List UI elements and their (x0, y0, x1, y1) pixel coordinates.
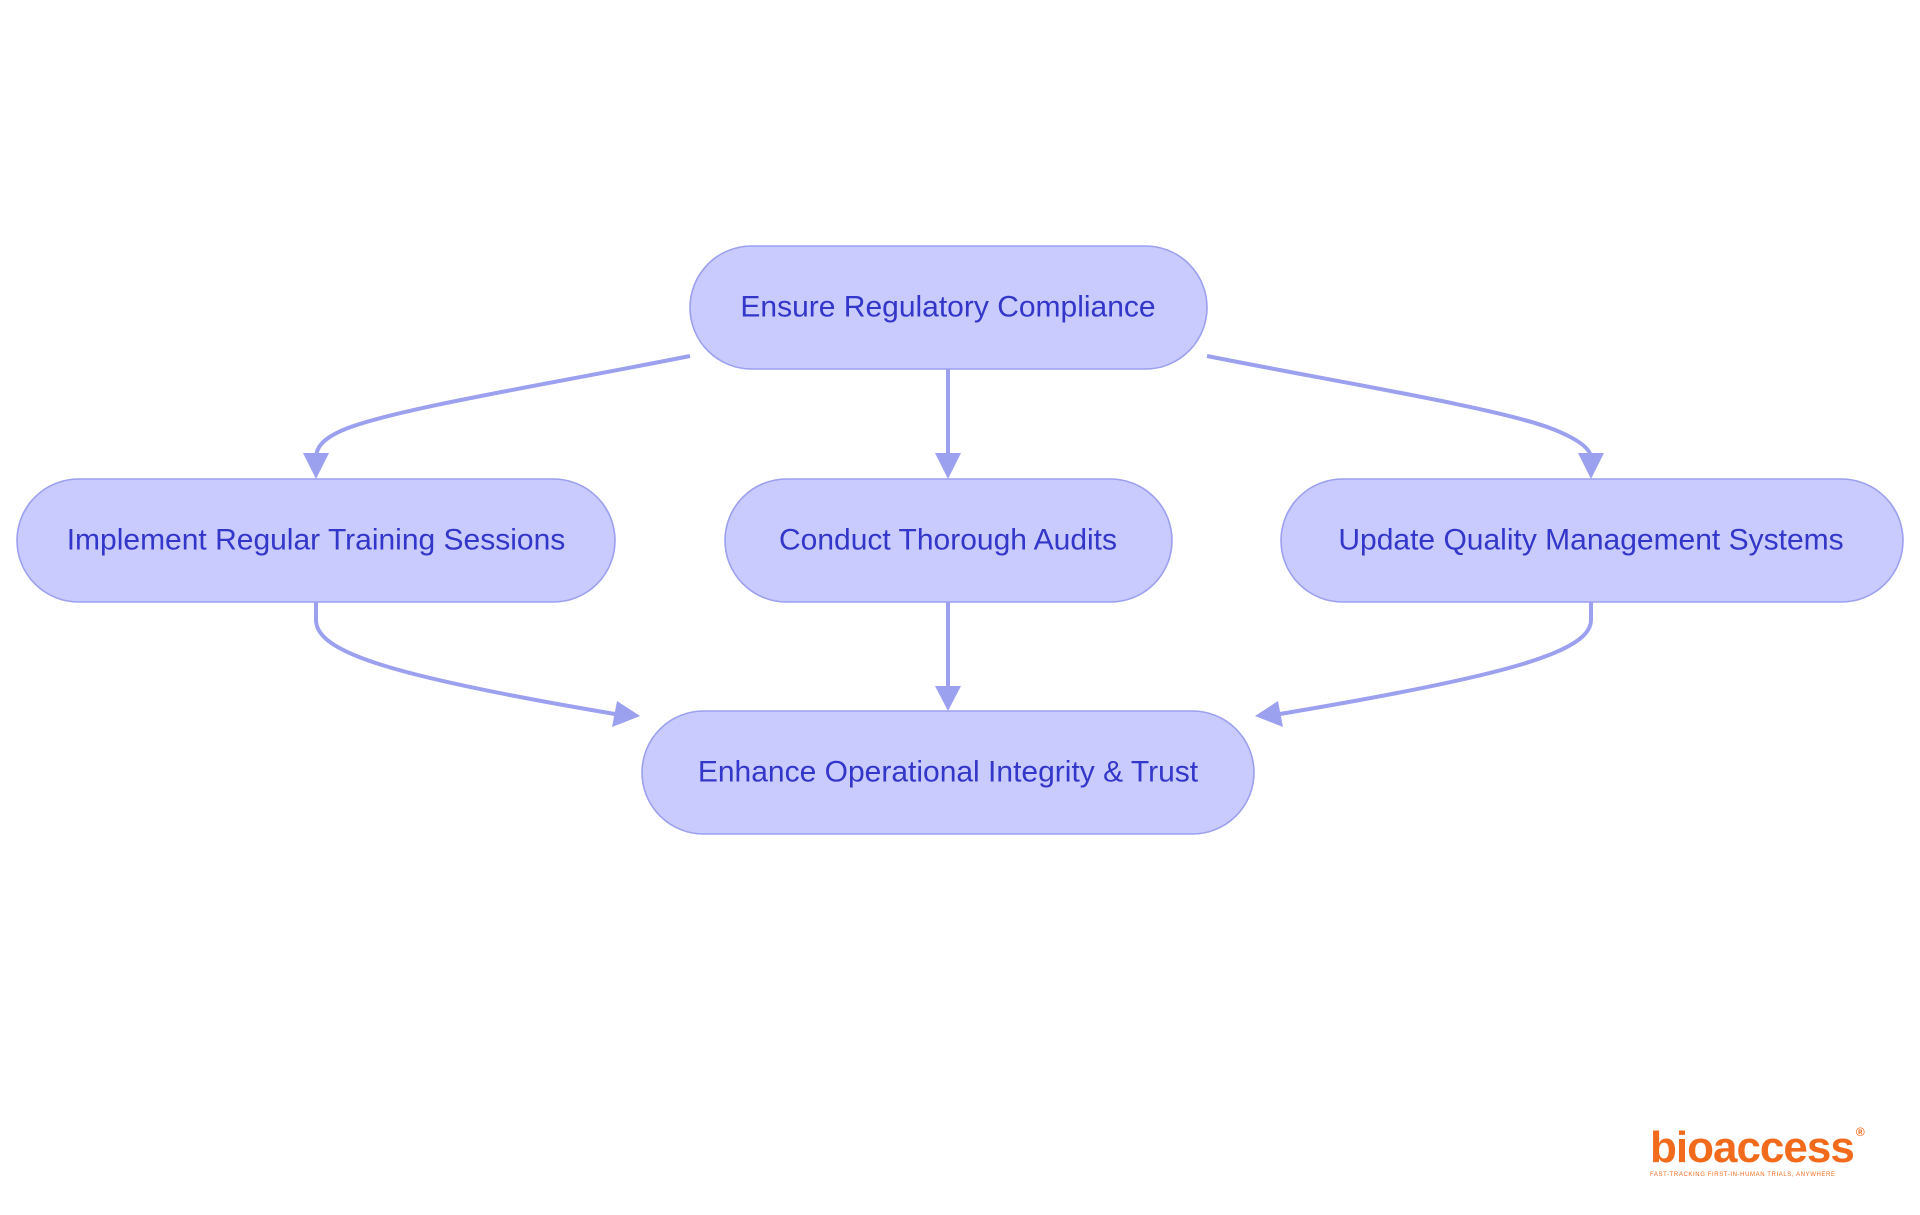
node-left-label: Implement Regular Training Sessions (67, 524, 566, 557)
node-ensure-regulatory-compliance: Ensure Regulatory Compliance (689, 245, 1208, 370)
logo-wordmark-text: bioaccess (1650, 1123, 1855, 1172)
arrowhead-right-node (1578, 453, 1604, 479)
logo-tagline: FAST-TRACKING FIRST-IN-HUMAN TRIALS, ANY… (1650, 1172, 1836, 1178)
node-top-shape (689, 245, 1208, 370)
logo-wordmark: bioaccess® (1650, 1126, 1880, 1170)
edge-top-to-left (314, 354, 691, 459)
node-right-shape (1280, 478, 1904, 603)
arrowhead-left-node (303, 453, 329, 479)
node-middle-label: Conduct Thorough Audits (779, 524, 1117, 557)
logo-registered-mark: ® (1855, 1125, 1865, 1139)
node-enhance-operational-integrity-trust: Enhance Operational Integrity & Trust (641, 710, 1255, 835)
node-left-shape (16, 478, 616, 603)
bioaccess-logo: bioaccess® FAST-TRACKING FIRST-IN-HUMAN … (1650, 1126, 1880, 1188)
arrowhead-bottom-left (612, 701, 640, 727)
node-bottom-shape (641, 710, 1255, 835)
edge-top-to-right (1206, 354, 1593, 459)
node-conduct-thorough-audits: Conduct Thorough Audits (724, 478, 1173, 603)
node-implement-regular-training-sessions: Implement Regular Training Sessions (16, 478, 616, 603)
node-middle-shape (724, 478, 1173, 603)
node-right-label: Update Quality Management Systems (1338, 524, 1843, 557)
arrowhead-middle-node (935, 453, 961, 479)
arrowhead-bottom-right (1255, 701, 1283, 727)
arrowhead-bottom-middle (935, 686, 961, 711)
edges (303, 354, 1604, 727)
edge-left-to-bottom (314, 602, 616, 716)
node-bottom-label: Enhance Operational Integrity & Trust (698, 756, 1199, 789)
edge-right-to-bottom (1279, 602, 1593, 716)
node-top-label: Ensure Regulatory Compliance (740, 291, 1155, 324)
node-update-quality-management-systems: Update Quality Management Systems (1280, 478, 1904, 603)
